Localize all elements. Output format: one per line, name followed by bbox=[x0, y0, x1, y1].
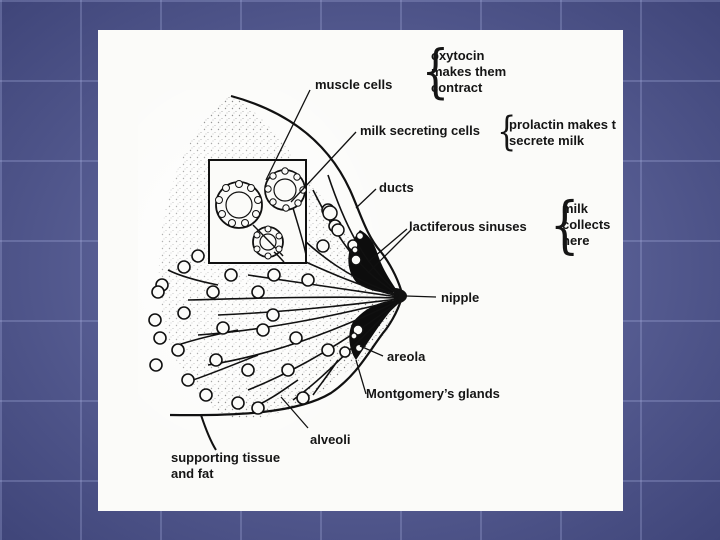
breast-anatomy-diagram bbox=[138, 89, 437, 451]
box-side-lobules bbox=[316, 205, 345, 253]
label-nipple: nipple bbox=[441, 290, 480, 305]
label-alveoli: alveoli bbox=[310, 432, 351, 447]
label-prolactin: prolactin makes t secrete milk bbox=[509, 117, 616, 148]
leader-lines bbox=[265, 89, 437, 429]
label-montgomerys-glands: Montgomery’s glands bbox=[366, 386, 500, 401]
label-areola: areola bbox=[387, 349, 426, 364]
prolactin-brace: { bbox=[497, 109, 517, 155]
label-oxytocin: oxytocin makes them contract bbox=[431, 48, 507, 95]
label-supporting-tissue: supporting tissue and fat bbox=[171, 450, 281, 481]
magnified-cells bbox=[215, 167, 307, 260]
label-lactiferous-sinuses: lactiferous sinuses bbox=[409, 219, 527, 234]
milk-collects-brace: { bbox=[549, 188, 580, 261]
montgomery-glands-dots bbox=[350, 231, 365, 353]
label-ducts: ducts bbox=[379, 180, 414, 195]
label-milk-collects: milk collects here bbox=[562, 201, 611, 248]
breast-outline bbox=[169, 94, 403, 417]
oxytocin-brace: { bbox=[421, 37, 450, 105]
sinus-upper bbox=[348, 230, 398, 293]
label-muscle-cells: muscle cells bbox=[315, 77, 393, 92]
alveoli-lobules bbox=[148, 203, 364, 415]
label-milk-secreting-cells: milk secreting cells bbox=[360, 123, 480, 138]
skin-line-bottom bbox=[200, 414, 217, 451]
slide-panel: { oxytocin makes them contract muscle ce… bbox=[98, 30, 623, 511]
